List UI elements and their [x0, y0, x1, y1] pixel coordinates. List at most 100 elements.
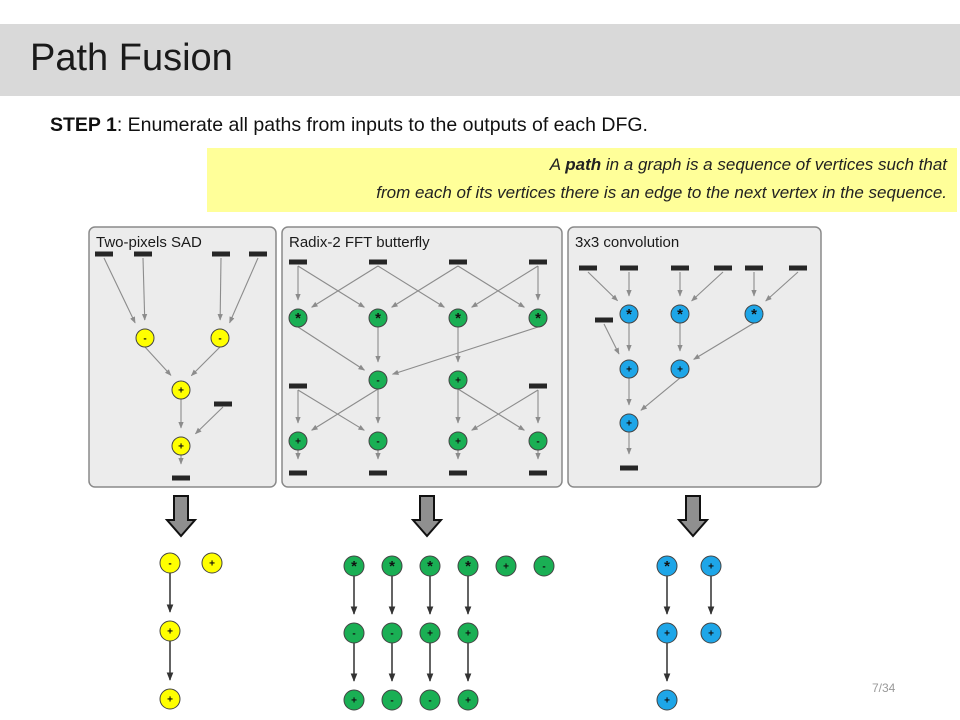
conv-io-bar-4: [745, 265, 763, 271]
sad-node-s4: [171, 436, 191, 456]
path-fft-3-node-0-label: *: [465, 558, 471, 575]
sad-io-bar-5: [172, 475, 190, 481]
definition-line-1: A path in a graph is a sequence of verti…: [550, 155, 947, 175]
conv-node-c5: [670, 359, 690, 379]
path-conv-0-node-2: [656, 689, 678, 711]
path-conv-0-node-0: [656, 555, 678, 577]
conv-io-bar-1: [620, 265, 638, 271]
conv-io-bar-3: [714, 265, 732, 271]
edge-arrow: [691, 271, 724, 302]
fft-node-a2: [448, 370, 468, 390]
path-fft-5-node-0-label: -: [542, 562, 545, 573]
path-fft-0-node-1: [343, 622, 365, 644]
conv-node-c6-label: +: [626, 419, 632, 430]
conv-node-c5-label: +: [677, 365, 683, 376]
down-arrow-icon: [164, 495, 198, 538]
path-fft-2-node-1-label: +: [427, 629, 433, 640]
path-fft-0-node-2: [343, 689, 365, 711]
path-fft-2-node-0-label: *: [427, 558, 433, 575]
step-text: STEP 1: Enumerate all paths from inputs …: [50, 114, 648, 137]
conv-io-bar-0: [579, 265, 597, 271]
fft-io-bar-1: [369, 259, 387, 265]
panel-fft: [281, 226, 563, 488]
fft-io-bar-4: [289, 383, 307, 389]
path-fft-1-node-1: [381, 622, 403, 644]
edge-arrow: [297, 326, 366, 371]
path-conv-0-node-1: [656, 622, 678, 644]
edge-arrow: [229, 257, 259, 324]
fft-io-bar-3: [529, 259, 547, 265]
fft-node-m3-label: *: [455, 310, 461, 327]
edge-arrow: [587, 271, 619, 302]
conv-node-c4-label: +: [626, 365, 632, 376]
fft-node-m2: [368, 308, 388, 328]
path-fft-4-node-0: [495, 555, 517, 577]
page-number: 7/34: [872, 681, 896, 695]
sad-node-s1: [135, 328, 155, 348]
conv-io-bar-2: [671, 265, 689, 271]
path-fft-1-node-2: [381, 689, 403, 711]
sad-node-s1-label: -: [143, 334, 146, 345]
path-fft-1-node-0-label: *: [389, 558, 395, 575]
path-fft-0-node-2-label: +: [351, 696, 357, 707]
path-fft-3-node-1: [457, 622, 479, 644]
fft-node-o4: [528, 431, 548, 451]
edge-arrow: [311, 388, 379, 431]
edge-arrow: [457, 265, 525, 308]
edge-arrow: [217, 257, 223, 321]
fft-node-o2: [368, 431, 388, 451]
panel-sad: [88, 226, 277, 488]
fft-node-o2-label: -: [376, 437, 379, 448]
path-sad-0-node-0: [159, 552, 181, 574]
path-fft-3-node-2-label: +: [465, 696, 471, 707]
edge-arrow: [603, 323, 620, 355]
edge-arrow: [297, 265, 365, 308]
edge-arrow: [144, 346, 172, 376]
path-conv-0-node-0-label: *: [664, 558, 670, 575]
conv-node-c4: [619, 359, 639, 379]
fft-io-bar-2: [449, 259, 467, 265]
sad-io-bar-1: [134, 251, 152, 257]
edge-arrow: [457, 388, 525, 431]
sad-io-bar-2: [212, 251, 230, 257]
conv-node-c2-label: *: [677, 306, 683, 323]
edge-arrow: [765, 271, 799, 302]
panel-title-fft: Radix-2 FFT butterfly: [289, 234, 430, 251]
edge-arrow: [640, 377, 681, 411]
definition-box: A path in a graph is a sequence of verti…: [207, 148, 957, 212]
edge-arrow: [194, 406, 224, 435]
edge-arrow: [103, 257, 136, 324]
fft-io-bar-0: [289, 259, 307, 265]
fft-node-o1: [288, 431, 308, 451]
fft-io-bar-8: [449, 470, 467, 476]
path-sad-0-node-1-label: +: [167, 627, 173, 638]
panel-title-sad: Two-pixels SAD: [96, 234, 202, 251]
edge-arrow: [391, 326, 539, 375]
sad-io-bar-4: [214, 401, 232, 407]
fft-node-m4-label: *: [535, 310, 541, 327]
conv-io-bar-5: [789, 265, 807, 271]
sad-node-s2-label: -: [218, 334, 221, 345]
path-fft-2-node-1: [419, 622, 441, 644]
definition-rest: in a graph is a sequence of vertices suc…: [601, 155, 947, 174]
path-conv-1-node-1: [700, 622, 722, 644]
path-sad-1-node-0: [201, 552, 223, 574]
fft-io-bar-7: [369, 470, 387, 476]
fft-io-bar-6: [289, 470, 307, 476]
panel-title-conv: 3x3 convolution: [575, 234, 679, 251]
conv-node-c2: [670, 304, 690, 324]
fft-io-bar-9: [529, 470, 547, 476]
path-fft-3-node-0: [457, 555, 479, 577]
path-conv-1-node-0-label: +: [708, 562, 714, 573]
edge-arrow: [391, 265, 459, 308]
fft-node-m1-label: *: [295, 310, 301, 327]
fft-node-o3-label: +: [455, 437, 461, 448]
fft-node-m1: [288, 308, 308, 328]
panel-conv: [567, 226, 822, 488]
path-fft-5-node-0: [533, 555, 555, 577]
path-sad-1-node-0-label: +: [209, 559, 215, 570]
path-fft-3-node-1-label: +: [465, 629, 471, 640]
path-fft-4-node-0-label: +: [503, 562, 509, 573]
edge-arrow: [311, 265, 379, 308]
sad-node-s4-label: +: [178, 442, 184, 453]
